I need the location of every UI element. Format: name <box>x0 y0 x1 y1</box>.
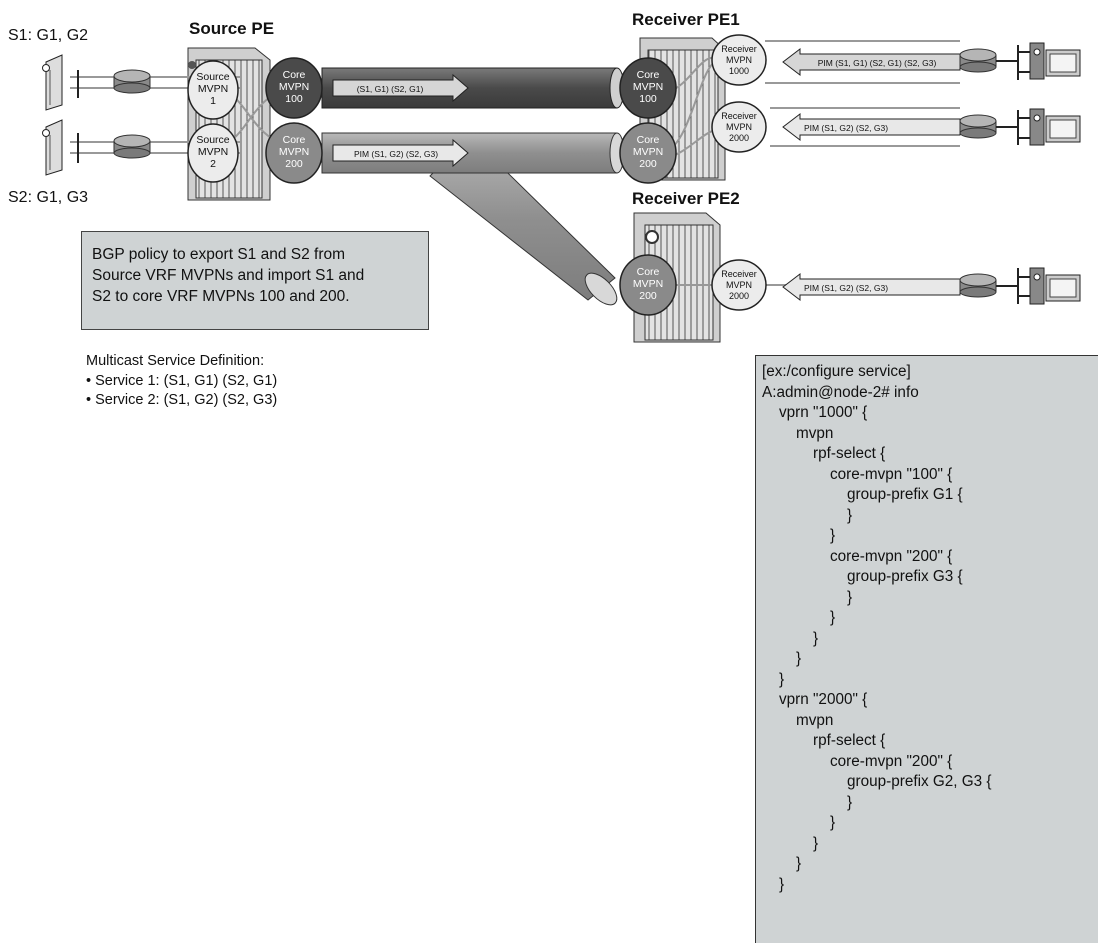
arrow-pe1-bottom: PIM (S1, G2) (S2, G3) <box>782 112 961 142</box>
cli-config-line: A:admin@node-2# info <box>762 383 919 401</box>
receiver-lan-3 <box>996 268 1030 304</box>
cli-config-line: } <box>762 588 853 606</box>
bgp-policy-note: BGP policy to export S1 and S2 from Sour… <box>81 231 429 330</box>
cli-config-line: mvpn <box>762 424 834 442</box>
cli-config-line: rpf-select { <box>762 445 886 462</box>
cli-config-line: } <box>762 793 853 811</box>
cli-config-line: mvpn <box>762 711 834 729</box>
service-definition-title: Multicast Service Definition: <box>86 353 265 369</box>
cli-config-line: core-mvpn "200" { <box>762 752 953 770</box>
cli-config-line: core-mvpn "200" { <box>762 547 953 565</box>
bgp-policy-line: BGP policy to export S1 and S2 from <box>92 246 346 263</box>
receiver-router-3 <box>959 273 997 298</box>
cli-config-line: core-mvpn "100" { <box>762 465 953 483</box>
cli-config-line: } <box>762 506 853 524</box>
source-s1-label: S1: G1, G2 <box>8 27 88 44</box>
cli-config-line: rpf-select { <box>762 732 886 749</box>
receiver-pe1-label: Receiver PE1 <box>632 10 740 29</box>
receiver-lan-2 <box>996 110 1030 145</box>
arrow-pe1-top-label: PIM (S1, G1) (S2, G1) (S2, G3) <box>818 58 937 68</box>
cli-config-panel: [ex:/configure service] A:admin@node-2# i… <box>755 355 1098 943</box>
service-definition: Multicast Service Definition: • Service … <box>86 352 406 411</box>
cli-config-line: } <box>762 629 819 647</box>
arrow-pe2: PIM (S1, G2) (S2, G3) <box>782 272 961 302</box>
arrow-pe1-top: PIM (S1, G1) (S2, G1) (S2, G3) <box>782 47 961 77</box>
source-s2-label: S2: G1, G3 <box>8 189 88 206</box>
source-router-1 <box>113 69 151 94</box>
bgp-policy-line: Source VRF MVPNs and import S1 and <box>92 267 365 284</box>
cli-config-line: } <box>762 650 802 667</box>
cli-config-line: } <box>762 875 785 893</box>
source-s2-server <box>42 119 63 176</box>
cli-config-line: } <box>762 855 802 872</box>
receiver-pe2-label: Receiver PE2 <box>632 189 740 208</box>
receiver-lan-1 <box>996 45 1030 80</box>
receiver-router-2 <box>959 114 997 139</box>
arrow-tunnel2: PIM (S1, G2) (S2, G3) <box>332 138 469 168</box>
cli-config-line: } <box>762 814 836 831</box>
receiver-host-3 <box>1029 267 1081 305</box>
arrow-tunnel1: (S1, G1) (S2, G1) <box>332 73 469 103</box>
bgp-policy-line: S2 to core VRF MVPNs 100 and 200. <box>92 288 350 305</box>
service-item: • Service 2: (S1, G2) (S2, G3) <box>86 392 278 408</box>
cli-config-line: } <box>762 527 836 544</box>
cli-config-line: } <box>762 834 819 852</box>
cli-config-line: } <box>762 670 785 688</box>
cli-config-line: group-prefix G2, G3 { <box>762 773 992 790</box>
cli-config-line: group-prefix G1 { <box>762 486 963 503</box>
arrow-tunnel2-label: PIM (S1, G2) (S2, G3) <box>354 149 438 159</box>
cli-config-line: vprn "2000" { <box>762 691 868 708</box>
arrow-pe1-bottom-label: PIM (S1, G2) (S2, G3) <box>804 123 888 133</box>
network-diagram: (S1, G1) (S2, G1) PIM (S1, G2) (S2, G3) <box>8 10 1081 343</box>
cli-config-line: [ex:/configure service] <box>762 363 911 380</box>
service-item: • Service 1: (S1, G1) (S2, G1) <box>86 372 278 389</box>
source-router-2 <box>113 134 151 159</box>
receiver-host-2 <box>1029 108 1081 146</box>
cli-config-line: vprn "1000" { <box>762 404 868 421</box>
source-s1-server <box>42 54 63 111</box>
cli-config-line: group-prefix G3 { <box>762 568 963 585</box>
receiver-router-1 <box>959 48 997 73</box>
receiver-host-1 <box>1029 42 1081 80</box>
arrow-tunnel1-label: (S1, G1) (S2, G1) <box>357 84 424 94</box>
source-pe-label: Source PE <box>189 19 274 38</box>
arrow-pe2-label: PIM (S1, G2) (S2, G3) <box>804 283 888 293</box>
cli-config-line: } <box>762 609 836 626</box>
